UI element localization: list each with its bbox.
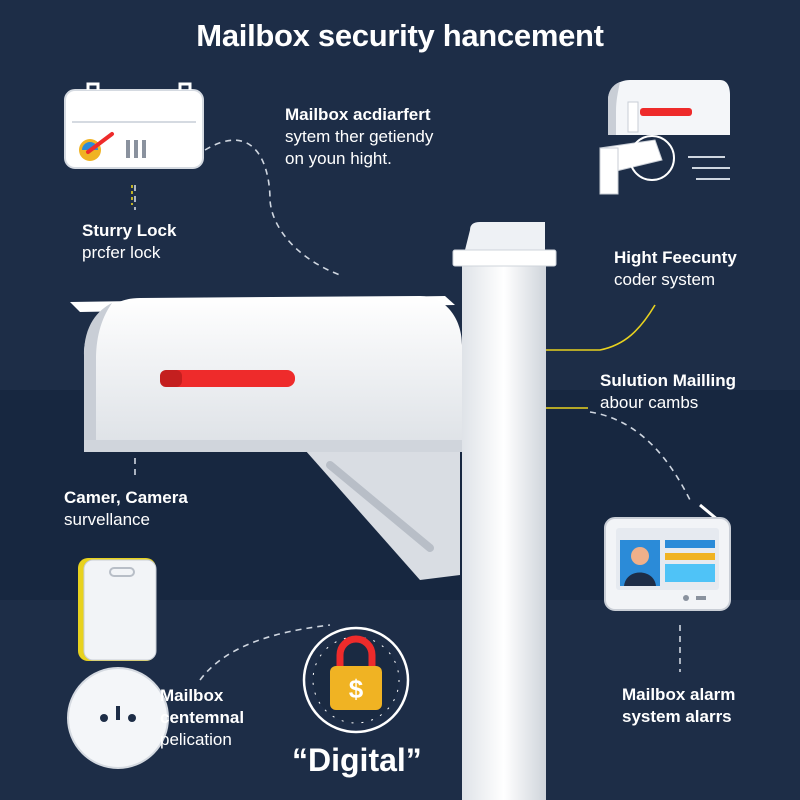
- callout-alarm: Mailbox alarm system alarrs: [622, 684, 735, 728]
- callout-high-security-line2: coder system: [614, 270, 716, 289]
- monitor-icon: [604, 503, 731, 611]
- padlock-icon: $: [302, 626, 410, 734]
- callout-solution-mailing-line1: Sulution Mailling: [600, 371, 736, 390]
- main-mailbox: [70, 296, 462, 452]
- callout-mailbox-centemnal-line2: centemnal: [160, 708, 245, 727]
- connector-solution-to-monitor: [589, 411, 691, 501]
- callout-sturdy-lock-line1: Sturry Lock: [82, 221, 177, 240]
- callout-camera-line2: survellance: [64, 510, 150, 529]
- callout-alarm-line2: system alarrs: [622, 707, 732, 726]
- callout-solution-mailing-line2: abour cambs: [600, 393, 699, 412]
- callout-camera: Camer, Camera survellance: [64, 487, 188, 531]
- camera-mailbox-icon: [599, 80, 730, 195]
- callout-mailbox-centemnal-line1: Mailbox: [160, 686, 224, 705]
- mailbox-post: [452, 222, 557, 800]
- page-title: Mailbox security hancement: [196, 18, 604, 53]
- digital-label: “Digital”: [292, 742, 422, 778]
- callout-sturdy-lock-line2: prcfer lock: [82, 243, 161, 262]
- connector-keypad-to-text: [204, 139, 341, 276]
- callout-alarm-line1: Mailbox alarm: [622, 685, 736, 704]
- callout-camera-line1: Camer, Camera: [64, 488, 188, 507]
- callout-mailbox-centemnal: Mailbox centemnal pelication: [160, 685, 244, 751]
- sensor-icon: [67, 667, 169, 769]
- callout-top-center: Mailbox acdiarfert sytem ther getiendy o…: [285, 104, 433, 170]
- callout-solution-mailing: Sulution Mailling abour cambs: [600, 370, 736, 414]
- callout-high-security-line1: Hight Feecunty: [614, 248, 737, 267]
- mailbox-flag: [160, 370, 295, 387]
- mailbox-bracket: [305, 440, 460, 580]
- callout-top-center-line3: on youn hight.: [285, 149, 392, 168]
- connector-lines: [134, 139, 691, 681]
- callout-mailbox-centemnal-line3: pelication: [160, 730, 232, 749]
- callout-top-center-line2: sytem ther getiendy: [285, 127, 434, 146]
- callout-top-center-line1: Mailbox acdiarfert: [285, 105, 431, 124]
- callout-high-security: Hight Feecunty coder system: [614, 247, 737, 291]
- smart-key-icon: [78, 558, 157, 661]
- padlock-dollar-symbol: $: [349, 674, 364, 704]
- callout-sturdy-lock: Sturry Lock prcfer lock: [82, 220, 176, 264]
- keypad-lock-icon: [64, 82, 204, 169]
